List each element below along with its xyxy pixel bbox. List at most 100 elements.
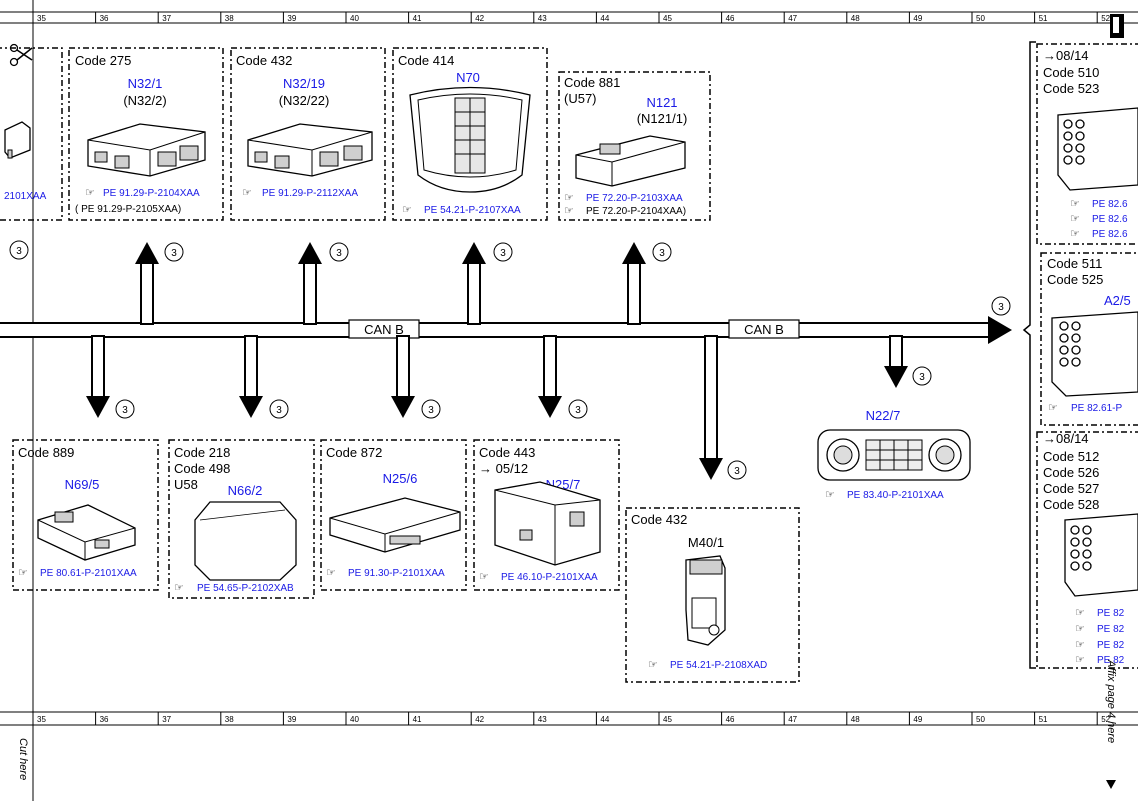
hand-pointer-icon: ☞: [1075, 639, 1085, 651]
pe-ref: PE 80.61-P-2101XAA: [40, 568, 137, 579]
ruler-number: 35: [37, 715, 46, 724]
module-n69-5: Code 889 N69/5 ☞ PE 80.61-P-2101XAA: [12, 439, 159, 591]
ruler-number: 40: [350, 715, 359, 724]
circle-marker: 3: [9, 240, 29, 260]
code-label-2: (U57): [564, 91, 597, 106]
component-id: N70: [456, 70, 480, 85]
circle-marker: 3: [164, 242, 184, 262]
svg-text:3: 3: [336, 248, 342, 259]
ruler-number: 44: [600, 14, 609, 23]
cut-here-text: Cut here: [17, 738, 29, 780]
svg-text:PE 82: PE 82: [1097, 608, 1125, 619]
pe-ref: PE 46.10-P-2101XAA: [501, 572, 598, 583]
hand-pointer-icon: ☞: [1070, 228, 1080, 240]
can-b-text-2: CAN B: [744, 322, 784, 337]
svg-text:PE 82.6: PE 82.6: [1092, 199, 1128, 210]
pe-ref: PE 91.30-P-2101XAA: [348, 568, 445, 579]
svg-text:3: 3: [998, 302, 1004, 313]
svg-text:Code 512: Code 512: [1043, 449, 1099, 464]
radio-unit-image: [1057, 107, 1138, 191]
ruler-number: 52: [1101, 14, 1110, 23]
radio-box-1: →08/14 Code 510 Code 523 ☞ PE 82.6 ☞ PE …: [1036, 43, 1138, 245]
ruler-number: 50: [976, 14, 985, 23]
svg-text:3: 3: [734, 466, 740, 477]
can-b-label-2: [728, 319, 800, 339]
arrow-down-m40-1: [699, 335, 723, 480]
arrow-down-n66-2: [239, 335, 263, 418]
radio-box-3: →08/14 Code 512 Code 526 Code 527 Code 5…: [1036, 431, 1138, 669]
ruler-number: 51: [1039, 14, 1048, 23]
hand-pointer-icon: ☞: [1070, 213, 1080, 225]
pe-ref: PE 83.40-P-2101XAA: [847, 490, 944, 501]
ruler-number: 49: [913, 715, 922, 724]
component-id: N69/5: [65, 477, 100, 492]
hand-pointer-icon: ☞: [1070, 198, 1080, 210]
circle-marker: 3: [912, 366, 932, 386]
arrow-down-n22-7: [884, 335, 908, 388]
svg-text:PE 82: PE 82: [1097, 640, 1125, 651]
svg-text:Code 523: Code 523: [1043, 81, 1099, 96]
svg-text:3: 3: [575, 405, 581, 416]
pe-ref-alt: PE 72.20-P-2104XAA): [586, 206, 686, 217]
hand-pointer-icon: ☞: [242, 187, 252, 199]
svg-text:3: 3: [171, 248, 177, 259]
svg-text:Code 511: Code 511: [1047, 256, 1102, 271]
can-b-text-1: CAN B: [364, 322, 404, 337]
component-id: N32/19: [283, 76, 325, 91]
ruler-number: 47: [788, 715, 797, 724]
circle-marker: 3: [329, 242, 349, 262]
ruler-number: 37: [162, 14, 171, 23]
arrow-up-n32-19: [298, 242, 322, 325]
ruler-number: 41: [413, 14, 422, 23]
radio-unit-image: [1064, 513, 1138, 597]
svg-text:PE 82: PE 82: [1097, 655, 1125, 666]
arrow-down-n69-5: [86, 335, 110, 418]
hand-pointer-icon: ☞: [564, 205, 574, 217]
control-unit-image: [575, 135, 686, 187]
component-alt-id: (N32/2): [123, 93, 166, 108]
ruler-number: 39: [287, 715, 296, 724]
module-n32-1: Code 275 N32/1 (N32/2) ☞ PE 91.29-P-2104…: [68, 47, 224, 221]
component-id: N25/6: [383, 471, 418, 486]
radio-unit-image: [1051, 311, 1138, 397]
component-id: N121: [646, 95, 677, 110]
component-alt-id: (N32/22): [279, 93, 330, 108]
circle-marker: 3: [991, 296, 1011, 316]
ruler-number: 49: [913, 14, 922, 23]
svg-text:3: 3: [919, 372, 925, 383]
control-unit-image: [37, 504, 136, 561]
svg-text:3: 3: [122, 405, 128, 416]
code-label-3: U58: [174, 477, 198, 492]
control-unit-image: [329, 497, 461, 553]
radio-box-2: Code 511 Code 525 A2/5 ☞ PE 82.61-P: [1040, 252, 1138, 426]
arrow-down-n25-6: [391, 335, 415, 418]
component-id: N66/2: [228, 483, 263, 498]
component-id: M40/1: [688, 535, 724, 550]
hand-pointer-icon: ☞: [564, 192, 574, 204]
ruler-number: 40: [350, 14, 359, 23]
svg-text:Code 510: Code 510: [1043, 65, 1099, 80]
up-arrows: [135, 242, 646, 325]
control-unit-image: [194, 501, 297, 581]
svg-text:PE 82: PE 82: [1097, 624, 1125, 635]
circle-marker: 3: [493, 242, 513, 262]
ruler-number: 46: [726, 715, 735, 724]
ruler-number: 36: [100, 14, 109, 23]
pe-ref: PE 54.65-P-2102XAB: [197, 583, 294, 594]
arrow-up-n121: [622, 242, 646, 325]
pe-ref: PE 54.21-P-2107XAA: [424, 205, 521, 216]
ruler-number: 42: [475, 715, 484, 724]
hand-pointer-icon: ☞: [1075, 623, 1085, 635]
pe-ref: PE 91.29-P-2112XAA: [262, 188, 358, 199]
ruler-number: 38: [225, 715, 234, 724]
top-ruler: [0, 11, 1138, 24]
hand-pointer-icon: ☞: [479, 571, 489, 583]
module-n25-7: Code 443 → 05/12 N25/7 ☞ PE 46.10-P-2101…: [473, 439, 620, 591]
code-label: Code 414: [398, 53, 454, 68]
ruler-number: 51: [1039, 715, 1048, 724]
module-n25-6: Code 872 N25/6 ☞ PE 91.30-P-2101XAA: [320, 439, 467, 591]
can-b-label-1: [348, 319, 420, 339]
hand-pointer-icon: ☞: [174, 582, 184, 594]
code-label: Code 872: [326, 445, 382, 460]
